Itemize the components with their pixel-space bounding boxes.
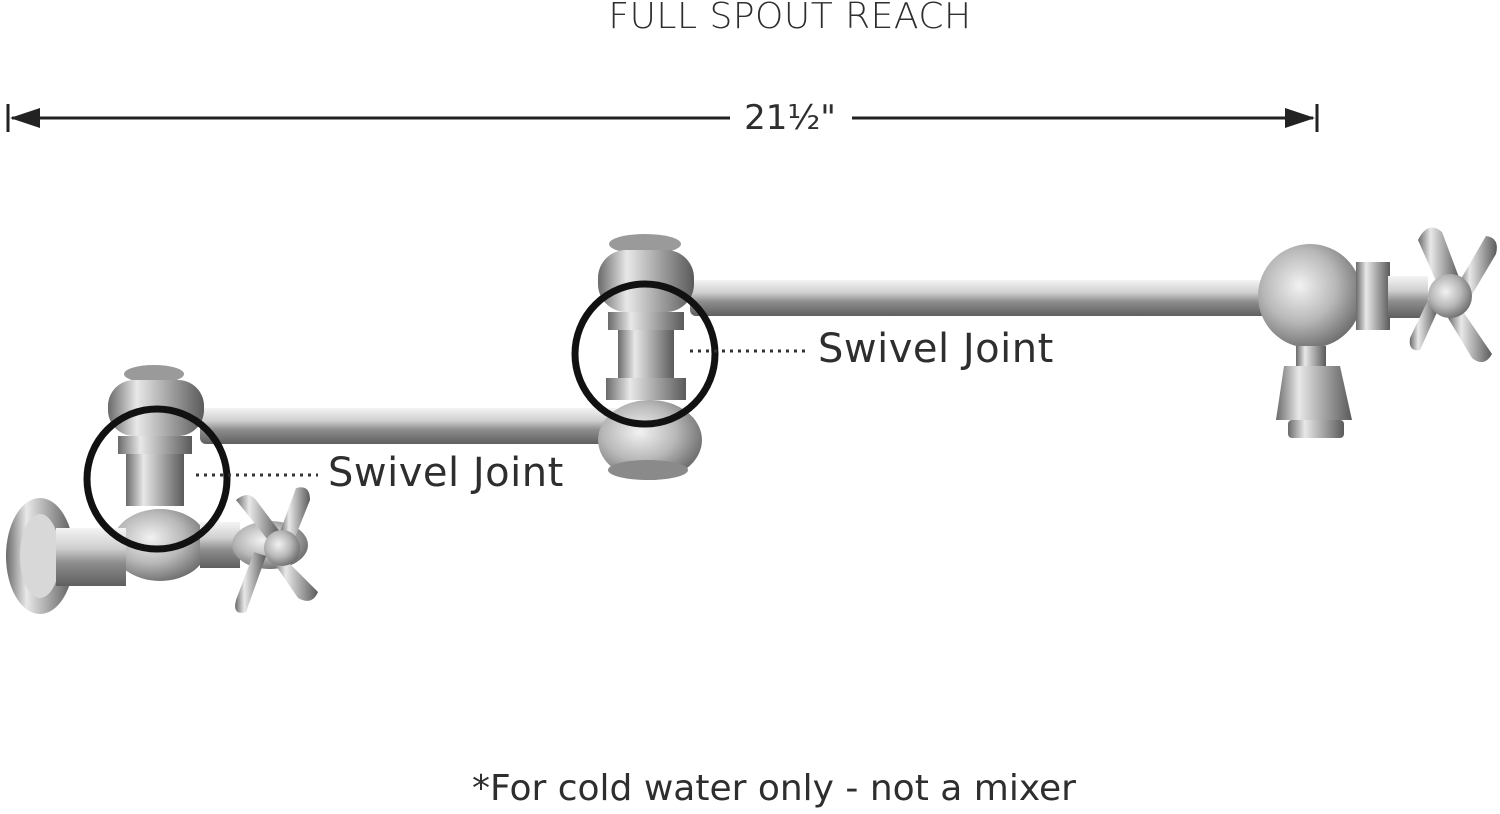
swivel-joint-callout-lower	[83, 405, 318, 553]
swivel-joint-label-upper: Swivel Joint	[818, 326, 1054, 372]
footnote: *For cold water only - not a mixer	[472, 768, 1076, 809]
swivel-joint-label-lower: Swivel Joint	[328, 450, 564, 496]
upper-spout-arm	[690, 280, 1280, 316]
dimension-line	[6, 104, 1319, 132]
spout-end-assembly	[1258, 244, 1428, 438]
lower-spout-arm	[200, 408, 620, 444]
reach-dimension-label: 21½"	[735, 98, 845, 138]
swivel-joint-callout-upper	[571, 280, 808, 428]
upper-cross-handle	[1409, 227, 1497, 363]
lower-cross-handle	[235, 487, 318, 613]
diagram-title: FULL SPOUT REACH	[608, 0, 972, 37]
upper-joint-body	[598, 234, 702, 480]
